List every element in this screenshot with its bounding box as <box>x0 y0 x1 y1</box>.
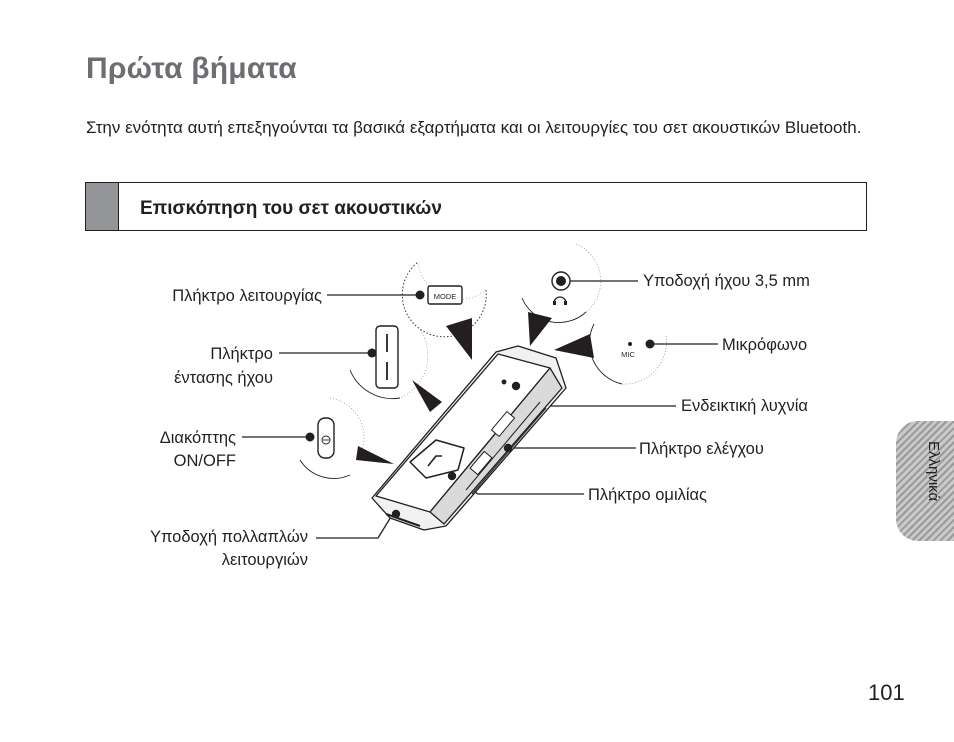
label-control-button: Πλήκτρο ελέγχου <box>639 440 764 458</box>
dot-indicator-light <box>511 381 521 391</box>
callout-volume <box>349 325 442 412</box>
callout-audio-jack <box>521 243 602 346</box>
language-tab <box>896 421 954 541</box>
label-indicator-light: Ενδεικτική λυχνία <box>681 397 808 415</box>
dot-control-button <box>503 443 513 453</box>
section-marker-bar <box>86 183 119 230</box>
callout-power <box>299 397 394 479</box>
label-power-switch-line2: ON/OFF <box>174 452 236 470</box>
label-power-switch-line1: Διακόπτης <box>160 429 236 447</box>
section-title: Επισκόπηση του σετ ακουστικών <box>140 198 442 219</box>
label-volume-button-line1: Πλήκτρο <box>210 345 273 363</box>
dot-talk-button <box>447 471 457 481</box>
mode-button-print: MODE <box>434 292 457 301</box>
dot-multi-jack <box>391 509 401 519</box>
page-title: Πρώτα βήματα <box>86 52 297 85</box>
page-number: 101 <box>868 680 905 705</box>
label-multi-jack-line2: λειτουργιών <box>222 551 308 569</box>
label-talk-button: Πλήκτρο ομιλίας <box>588 486 707 504</box>
label-mode-button: Πλήκτρο λειτουργίας <box>172 287 322 305</box>
section-header: Επισκόπηση του σετ ακουστικών <box>85 182 867 231</box>
leader-multi-jack <box>316 511 395 539</box>
headset-device <box>371 345 567 531</box>
label-microphone: Μικρόφωνο <box>722 336 807 354</box>
language-tab-label: Ελληνικά <box>925 441 942 502</box>
callout-mode: MODE <box>401 261 487 360</box>
mic-print: MIC <box>621 350 635 359</box>
callout-microphone: MIC <box>554 323 667 385</box>
intro-paragraph: Στην ενότητα αυτή επεξηγούνται τα βασικά… <box>86 118 862 137</box>
label-volume-button-line2: έντασης ήχου <box>174 369 273 387</box>
label-multi-jack-line1: Υποδοχή πολλαπλών <box>150 528 308 546</box>
label-audio-jack: Υποδοχή ήχου 3,5 mm <box>643 272 810 290</box>
